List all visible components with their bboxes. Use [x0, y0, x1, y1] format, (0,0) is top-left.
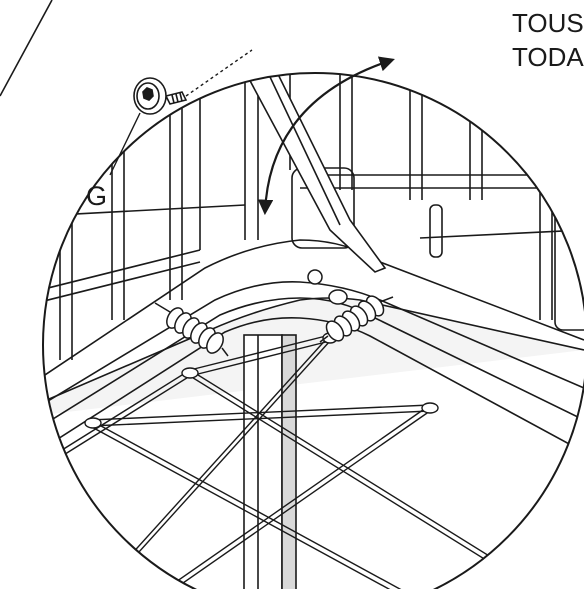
- callout-leader-line: [0, 0, 53, 97]
- part-letter-label: G: [86, 181, 107, 211]
- double-curved-arrow-icon: [257, 56, 395, 216]
- hex-socket-screw-icon: [133, 77, 188, 115]
- coil-spring-icon: [154, 302, 229, 357]
- corner-post: [243, 334, 297, 589]
- caption-line-1: TOUS: [512, 8, 584, 38]
- part-label-leader: [109, 112, 141, 176]
- screw-guide-dashed-line: [185, 49, 253, 97]
- coil-spring-icon: [307, 269, 394, 343]
- caption-line-2: TODA: [512, 42, 584, 72]
